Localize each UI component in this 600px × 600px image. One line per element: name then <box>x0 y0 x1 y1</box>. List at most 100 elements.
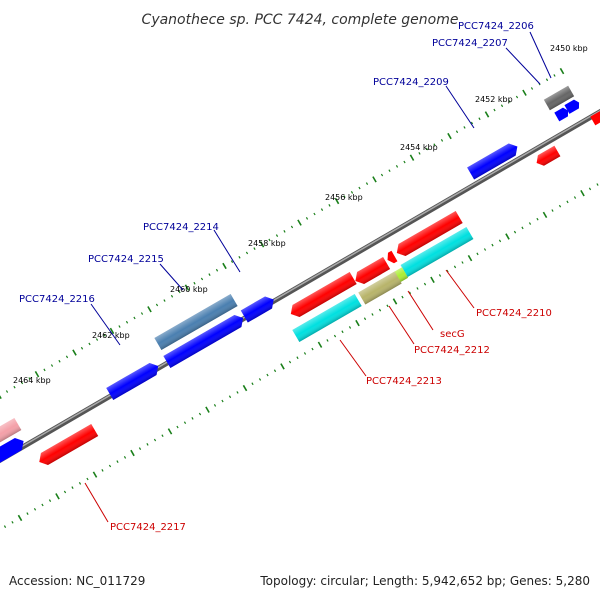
label-leaders <box>84 31 552 523</box>
kbp-label-2460: 2460 kbp <box>170 285 208 294</box>
gene-label-2215[interactable]: PCC7424_2215 <box>88 254 164 265</box>
ruler-tick <box>371 313 374 316</box>
ruler-tick <box>596 183 599 186</box>
ruler-tick <box>416 287 419 290</box>
gene-label-2213[interactable]: PCC7424_2213 <box>366 376 442 387</box>
ruler-tick <box>108 464 112 468</box>
leader-2207 <box>505 47 541 85</box>
ruler-tick <box>386 304 389 308</box>
ruler-tick <box>55 493 60 500</box>
gene-2209r-arrow[interactable] <box>534 145 561 168</box>
ruler-tick <box>109 327 115 335</box>
ruler-tick <box>72 349 77 356</box>
ruler-tick <box>80 346 84 350</box>
ruler-tick <box>403 160 406 164</box>
ruler-tick <box>17 514 23 522</box>
gene-label-2207[interactable]: PCC7424_2207 <box>432 38 508 49</box>
ruler-tick <box>493 108 496 112</box>
ruler-tick <box>167 428 173 435</box>
gene-label-2216[interactable]: PCC7424_2216 <box>19 294 95 305</box>
ruler-tick <box>313 212 316 216</box>
gene-label-2206[interactable]: PCC7424_2206 <box>458 21 534 32</box>
ruler-tick <box>222 262 227 270</box>
gene-2214-arrow[interactable] <box>240 293 277 323</box>
gene-small-red-arrow[interactable] <box>352 256 391 287</box>
ruler-tick <box>521 226 524 230</box>
ruler-tick <box>388 169 391 173</box>
gene-2215b-arrow[interactable] <box>163 312 246 369</box>
ruler-tick <box>343 195 346 198</box>
gene-edge-pink-arrow[interactable] <box>0 417 22 447</box>
genome-backbone <box>0 108 600 464</box>
gene-2211-arrow[interactable] <box>393 210 463 259</box>
ruler-tick <box>258 378 262 381</box>
ruler-tick <box>553 74 556 77</box>
kbp-label-2458: 2458 kbp <box>248 239 286 248</box>
ruler-tick <box>213 404 217 407</box>
leader-2216 <box>90 303 121 346</box>
ruler-tick <box>130 449 135 457</box>
ruler-tick <box>184 284 190 291</box>
ruler-tick <box>178 290 181 294</box>
ruler-tick <box>372 176 377 183</box>
ruler-tick <box>140 312 144 315</box>
accession-text: Accession: NC_011729 <box>9 574 145 588</box>
gene-2213c-arrow[interactable] <box>292 293 362 343</box>
ruler-tick <box>43 368 46 372</box>
ruler-tick <box>447 132 452 140</box>
ruler-tick <box>425 147 429 151</box>
ruler-tick <box>5 390 9 393</box>
ruler-tick <box>536 217 539 221</box>
gene-edge-blue-arrow[interactable] <box>0 435 27 467</box>
genome-summary-text: Topology: circular; Length: 5,942,652 bp… <box>259 574 590 588</box>
ruler-tick <box>580 190 585 197</box>
gene-label-2212[interactable]: PCC7424_2212 <box>414 345 490 356</box>
ruler-tick <box>253 247 256 250</box>
ruler-tick <box>288 360 292 364</box>
gene-label-2217[interactable]: PCC7424_2217 <box>110 522 186 533</box>
gene-label-2209[interactable]: PCC7424_2209 <box>373 77 449 88</box>
gene-tiny-red-arrow[interactable] <box>385 250 398 265</box>
ruler-tick <box>28 377 31 380</box>
ruler-tick <box>193 281 196 285</box>
gene-label-2214[interactable]: PCC7424_2214 <box>143 222 219 233</box>
ruler-tick <box>116 460 119 463</box>
gene-label-secg[interactable]: secG <box>440 329 465 340</box>
ruler-tick <box>170 294 174 298</box>
ruler-tick <box>515 95 519 99</box>
ruler-tick <box>86 477 89 481</box>
gene-2206-arrow[interactable] <box>543 85 575 111</box>
leader-2206 <box>529 31 552 79</box>
ruler-tick <box>484 111 490 118</box>
kbp-label-2450: 2450 kbp <box>550 44 588 53</box>
gene-2207-arrow[interactable] <box>554 106 570 122</box>
ruler-tick <box>334 197 340 205</box>
ruler-tick <box>513 230 517 234</box>
ruler-tick <box>358 186 361 190</box>
ruler-tick <box>440 139 444 142</box>
ruler-tick <box>430 276 435 283</box>
ruler-tick <box>26 512 29 515</box>
ruler-tick <box>478 117 481 121</box>
gene-2209-arrow[interactable] <box>467 140 521 180</box>
ruler-tick <box>238 255 241 259</box>
ruler-tick <box>280 363 285 370</box>
ruler-tick <box>191 417 194 420</box>
gene-2215-arrow[interactable] <box>154 293 238 351</box>
ruler-tick <box>303 352 307 355</box>
leader-2209 <box>445 85 475 129</box>
gene-2213-arrow[interactable] <box>287 271 357 320</box>
gene-2216-arrow[interactable] <box>106 360 161 401</box>
ruler-tick <box>311 347 314 351</box>
ruler-tick <box>228 395 232 399</box>
gene-edge-red-arrow[interactable] <box>590 110 600 126</box>
gene-2208-arrow[interactable] <box>564 98 581 114</box>
ruler-tick <box>491 243 494 247</box>
gene-2212-arrow[interactable] <box>358 271 402 305</box>
ruler-tick <box>236 391 239 394</box>
leader-2215 <box>159 263 184 291</box>
gene-2217-arrow[interactable] <box>36 423 99 468</box>
ruler-tick <box>48 499 52 502</box>
gene-2210-arrow[interactable] <box>400 226 474 278</box>
gene-label-2210[interactable]: PCC7424_2210 <box>476 308 552 319</box>
